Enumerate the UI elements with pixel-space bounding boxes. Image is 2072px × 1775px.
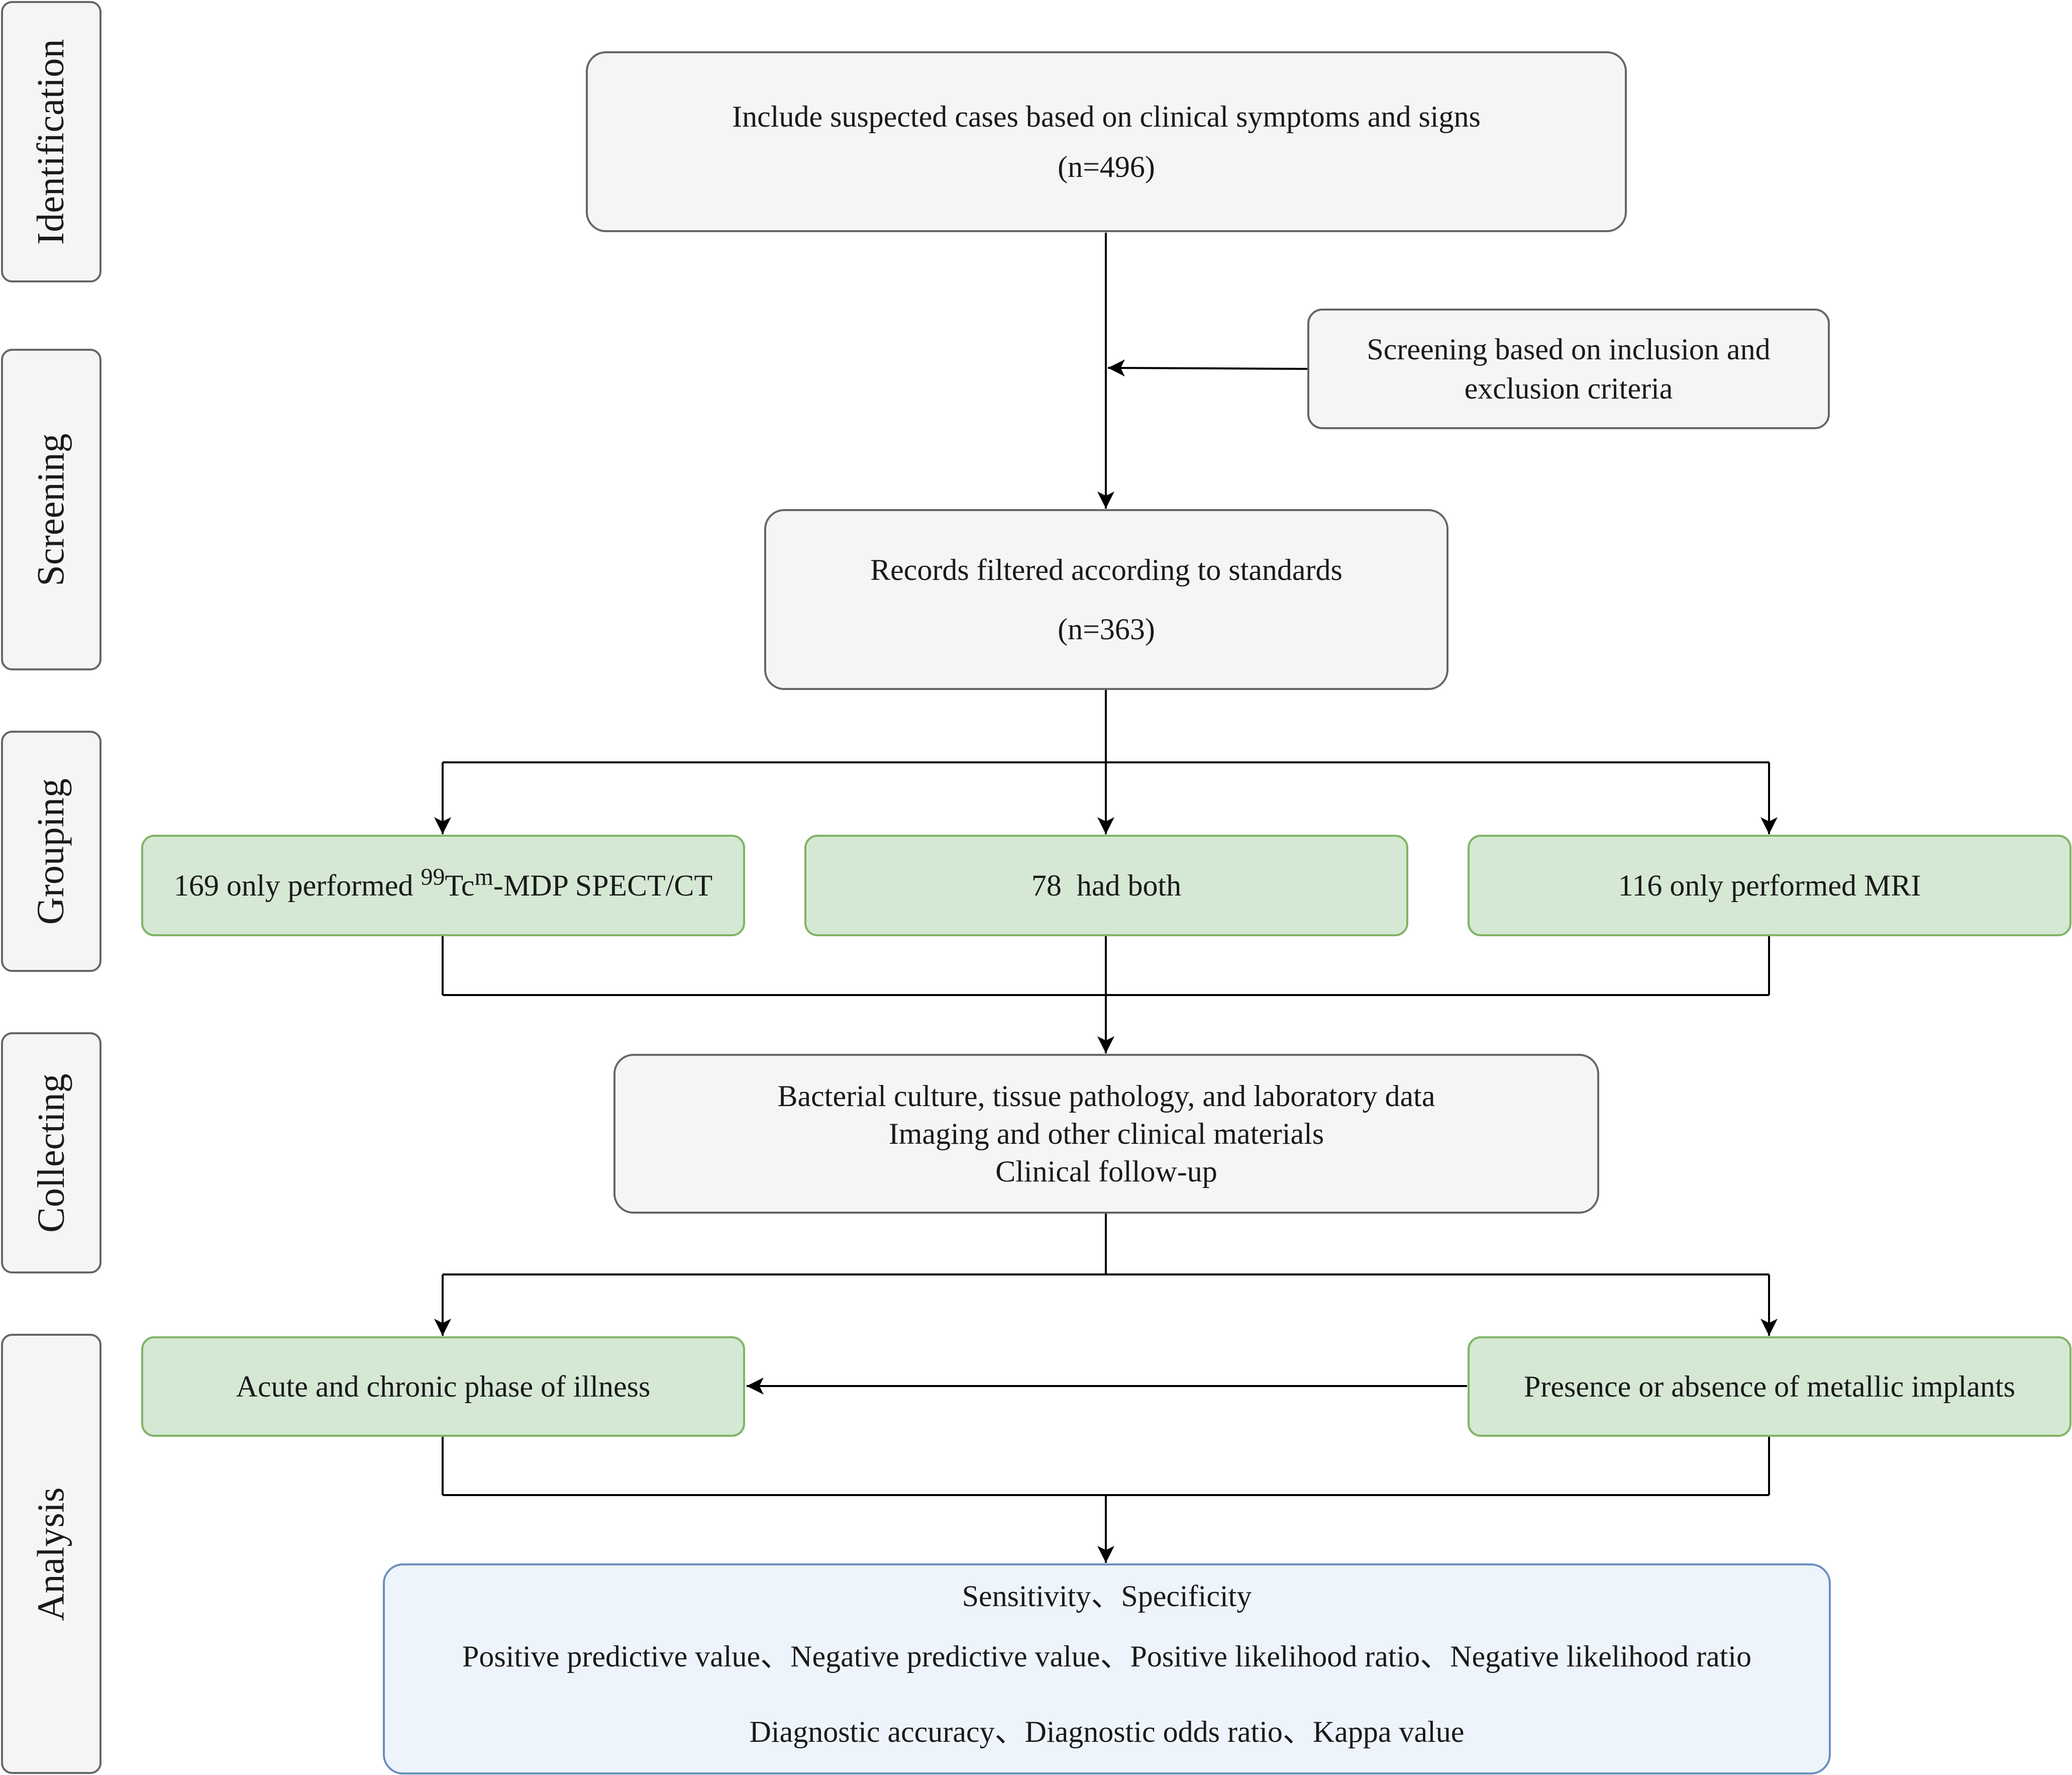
stage-screening: Screening bbox=[1, 349, 101, 670]
collect-line1: Bacterial culture, tissue pathology, and… bbox=[777, 1079, 1435, 1113]
implants-text: Presence or absence of metallic implants bbox=[1524, 1370, 2015, 1403]
box-had-both: 78 had both bbox=[804, 835, 1408, 936]
include-count: (n=496) bbox=[1058, 150, 1155, 183]
box-spect-only: 169 only performed 99Tcm-MDP SPECT/CT bbox=[141, 835, 745, 936]
edge-criteria-main bbox=[1107, 359, 1308, 377]
stage-label-text: Analysis bbox=[30, 1487, 72, 1621]
stage-label-text: Collecting bbox=[30, 1073, 72, 1233]
collect-line2: Imaging and other clinical materials bbox=[888, 1117, 1324, 1150]
metrics-line3: Diagnostic accuracy、Diagnostic odds rati… bbox=[749, 1715, 1465, 1748]
spect-only-text: 169 only performed 99Tcm-MDP SPECT/CT bbox=[173, 863, 713, 902]
stage-grouping: Grouping bbox=[1, 731, 101, 972]
stage-analysis: Analysis bbox=[1, 1334, 101, 1774]
stage-label-text: Screening bbox=[30, 433, 72, 586]
box-metallic-implants: Presence or absence of metallic implants bbox=[1468, 1336, 2071, 1437]
box-acute-chronic: Acute and chronic phase of illness bbox=[141, 1336, 745, 1437]
criteria-line2: exclusion criteria bbox=[1464, 372, 1673, 405]
acute-text: Acute and chronic phase of illness bbox=[236, 1370, 651, 1403]
mri-only-text: 116 only performed MRI bbox=[1618, 869, 1921, 902]
include-text: Include suspected cases based on clinica… bbox=[732, 100, 1481, 133]
metrics-line2: Positive predictive value、Negative predi… bbox=[462, 1640, 1751, 1673]
filtered-count: (n=363) bbox=[1058, 613, 1155, 646]
box-records-filtered: Records filtered according to standards … bbox=[764, 509, 1448, 690]
filtered-text: Records filtered according to standards bbox=[870, 553, 1342, 586]
stage-collecting: Collecting bbox=[1, 1032, 101, 1273]
box-include-suspected: Include suspected cases based on clinica… bbox=[586, 51, 1627, 232]
collect-line3: Clinical follow-up bbox=[995, 1154, 1217, 1188]
had-both-text: 78 had both bbox=[1031, 869, 1182, 902]
box-metrics: Sensitivity、Specificity Positive predict… bbox=[383, 1563, 1831, 1774]
criteria-line1: Screening based on inclusion and bbox=[1367, 333, 1771, 366]
box-collecting: Bacterial culture, tissue pathology, and… bbox=[613, 1054, 1599, 1214]
stage-label-text: Identification bbox=[30, 39, 72, 245]
box-mri-only: 116 only performed MRI bbox=[1468, 835, 2071, 936]
stage-label-text: Grouping bbox=[30, 778, 72, 925]
stage-identification: Identification bbox=[1, 1, 101, 282]
box-screening-criteria: Screening based on inclusion and exclusi… bbox=[1307, 309, 1830, 429]
metrics-line1: Sensitivity、Specificity bbox=[962, 1580, 1252, 1613]
